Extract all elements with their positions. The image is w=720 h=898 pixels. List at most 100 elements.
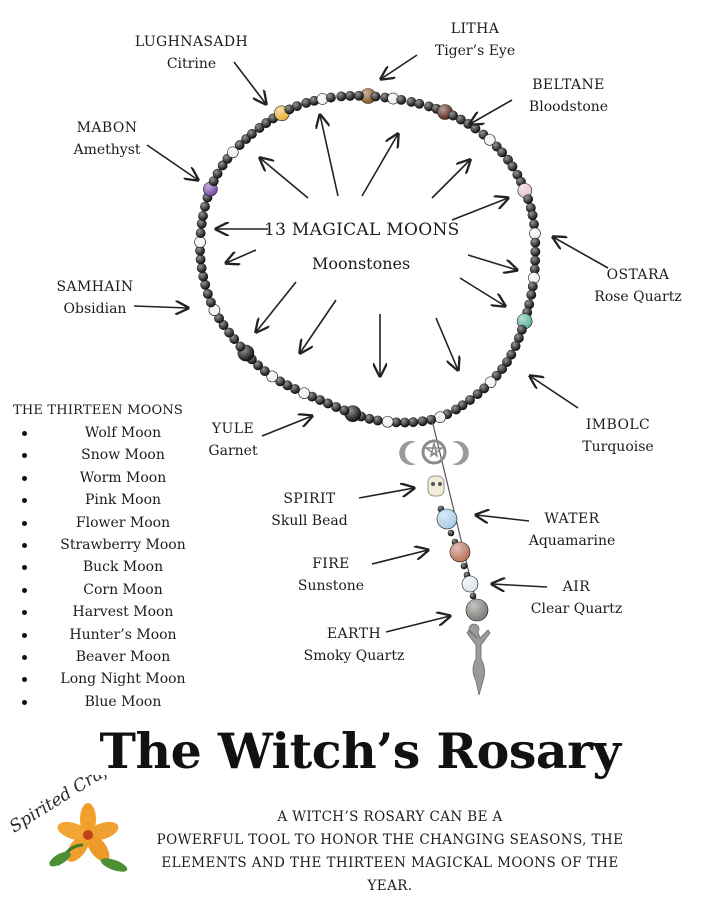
- bead-highlight: [530, 264, 540, 274]
- bead-highlight: [414, 99, 424, 109]
- bead-highlight: [506, 350, 516, 360]
- bead-highlight: [529, 219, 539, 229]
- arrow: [260, 158, 309, 199]
- bead-highlight: [396, 95, 406, 105]
- bead-highlight: [408, 417, 418, 427]
- arrow: [261, 416, 312, 437]
- description-line: A WITCH’S ROSARY CAN BE A: [277, 809, 503, 825]
- bead-highlight: [528, 272, 540, 284]
- arrow: [467, 254, 517, 270]
- spirited-crafts-logo: Spirited Crafts: [6, 775, 128, 872]
- bead-highlight: [472, 389, 483, 399]
- bead-highlight: [526, 203, 536, 213]
- moon-name: Blue Moon: [84, 693, 162, 710]
- label-air: AIR Clear Quartz: [524, 576, 629, 620]
- list-item: Snow Moon: [18, 444, 208, 466]
- sabbat-stone: Turquoise: [582, 439, 654, 455]
- bead-highlight: [448, 530, 454, 536]
- label-fire: FIRE Sunstone: [286, 553, 376, 597]
- moon-name: Flower Moon: [75, 514, 171, 531]
- bead-highlight: [254, 123, 265, 133]
- bead-highlight: [197, 219, 207, 229]
- arrow: [361, 134, 398, 197]
- moon-name: Snow Moon: [81, 447, 165, 464]
- bead-highlight: [331, 402, 341, 412]
- arrow: [320, 115, 339, 197]
- arrow: [256, 281, 297, 332]
- bead-highlight: [336, 91, 346, 102]
- bead-highlight: [218, 160, 228, 171]
- bead-highlight: [326, 92, 336, 103]
- sabbat-name: YULE: [211, 421, 255, 437]
- arrow: [553, 237, 609, 269]
- bullet-icon: [22, 565, 27, 571]
- bead-highlight: [456, 114, 466, 125]
- moon-name: Corn Moon: [83, 581, 163, 598]
- arrow: [133, 306, 188, 308]
- bead-highlight: [198, 211, 208, 221]
- bead-highlight: [502, 357, 512, 367]
- sabbat-stone: Rose Quartz: [594, 289, 682, 305]
- arrow: [381, 54, 418, 79]
- bead-highlight: [526, 290, 536, 300]
- arrow: [435, 317, 458, 370]
- bead-highlight: [212, 169, 223, 179]
- label-samhain: SAMHAIN Obsidian: [50, 276, 140, 320]
- bullet-icon: [22, 475, 27, 481]
- bead-highlight: [373, 415, 383, 426]
- bead-highlight: [227, 146, 239, 158]
- moon-name: Hunter’s Moon: [69, 626, 177, 643]
- bead-highlight: [470, 123, 481, 134]
- page-title: The Witch’s Rosary: [99, 722, 621, 780]
- bead-highlight: [196, 254, 206, 265]
- bead-highlight: [424, 101, 434, 112]
- list-item: Buck Moon: [18, 556, 208, 578]
- sabbat-stone: Bloodstone: [528, 99, 609, 115]
- bead-highlight: [235, 140, 245, 150]
- bead-highlight: [479, 383, 489, 394]
- moon-name: Long Night Moon: [60, 671, 186, 688]
- description-line: YEAR.: [367, 878, 413, 894]
- pointer-arrows: [133, 54, 609, 633]
- bead-highlight: [266, 370, 278, 382]
- bead-highlight: [195, 246, 205, 256]
- moon-name: Worm Moon: [79, 469, 167, 486]
- bead-highlight: [298, 387, 310, 399]
- bead-highlight: [437, 509, 457, 529]
- bead-highlight: [292, 101, 302, 111]
- arrow: [476, 515, 530, 521]
- label-imbolc: IMBOLC Turquoise: [568, 414, 668, 458]
- bead-highlight: [461, 563, 467, 569]
- bead-highlight: [484, 134, 496, 146]
- sabbat-stone: Amethyst: [73, 142, 141, 158]
- sabbat-name: OSTARA: [606, 267, 670, 283]
- arrow: [385, 616, 450, 633]
- bead-highlight: [364, 414, 375, 424]
- bullet-icon: [22, 654, 27, 660]
- pendant-strand: [399, 419, 491, 696]
- bead-highlight: [387, 93, 399, 105]
- bead-highlight: [208, 304, 220, 316]
- bead-highlight: [282, 380, 293, 390]
- arrow: [233, 61, 266, 104]
- bead-highlight: [253, 360, 263, 370]
- sabbat-name: MABON: [76, 120, 138, 136]
- flower-icon: [49, 803, 128, 872]
- element-stone: Skull Bead: [271, 513, 348, 529]
- sabbat-stone: Obsidian: [63, 301, 127, 317]
- bead-highlight: [315, 395, 325, 405]
- arrow: [530, 376, 579, 409]
- bead-highlight: [497, 147, 507, 157]
- moon-name: Buck Moon: [82, 559, 164, 576]
- bead-highlight: [218, 320, 229, 330]
- arrow: [300, 299, 337, 353]
- bead-highlight: [466, 599, 488, 621]
- moons-list: Wolf Moon Snow Moon Worm Moon Pink Moon …: [18, 422, 208, 713]
- bead-highlight: [354, 91, 364, 101]
- list-item: Flower Moon: [18, 512, 208, 534]
- bead-highlight: [290, 384, 300, 394]
- list-item: Long Night Moon: [18, 668, 208, 690]
- bead-highlight: [316, 93, 328, 105]
- bullet-icon: [22, 587, 27, 593]
